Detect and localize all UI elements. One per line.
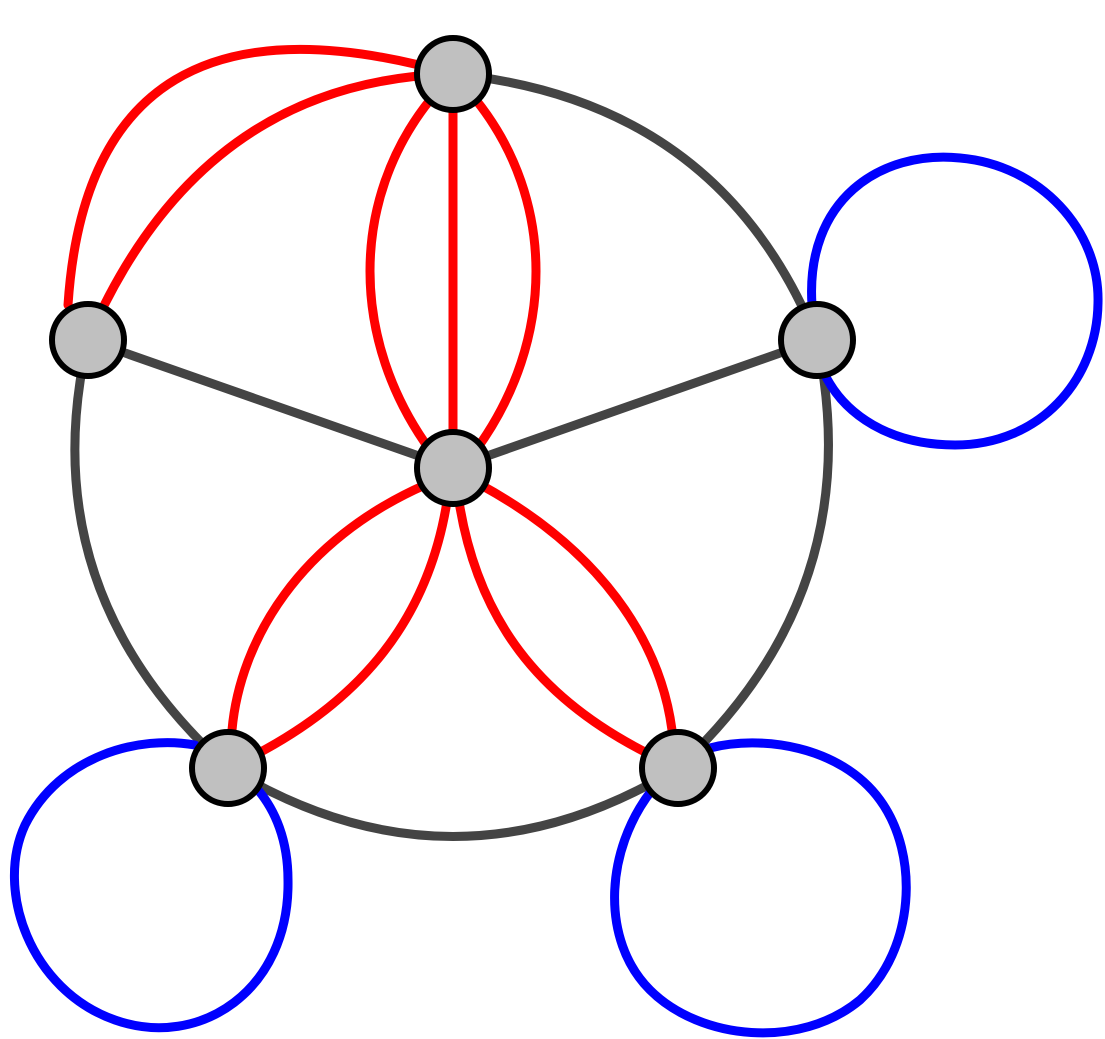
edge-bottom-right-bottom-right-17 xyxy=(610,738,911,1038)
edge-center-bottom-left-11 xyxy=(227,480,430,735)
edges-layer xyxy=(9,44,1103,1038)
edge-right-right-15 xyxy=(807,152,1103,450)
edge-right-center-5 xyxy=(448,335,822,473)
edge-bottom-right-bottom-left-2 xyxy=(223,763,683,841)
edge-right-bottom-right-1 xyxy=(673,335,833,773)
node-right xyxy=(778,301,856,379)
edge-top-left-6 xyxy=(83,69,458,345)
edge-center-bottom-right-13 xyxy=(476,480,677,735)
edge-left-center-4 xyxy=(83,335,458,473)
node-top xyxy=(414,35,492,113)
node-bottom-right xyxy=(639,729,717,807)
edge-top-center-10 xyxy=(471,95,541,455)
edge-center-bottom-right-14 xyxy=(453,490,656,760)
edge-center-bottom-left-12 xyxy=(250,490,453,760)
node-bottom-left xyxy=(189,729,267,807)
edge-top-center-9 xyxy=(365,95,435,455)
edge-bottom-left-bottom-left-16 xyxy=(9,738,293,1033)
nodes-layer xyxy=(49,35,856,807)
edge-top-left-7 xyxy=(63,44,458,310)
edge-bottom-left-left-3 xyxy=(70,335,233,773)
node-center xyxy=(414,429,492,507)
node-left xyxy=(49,301,127,379)
edge-top-right-0 xyxy=(448,69,822,345)
